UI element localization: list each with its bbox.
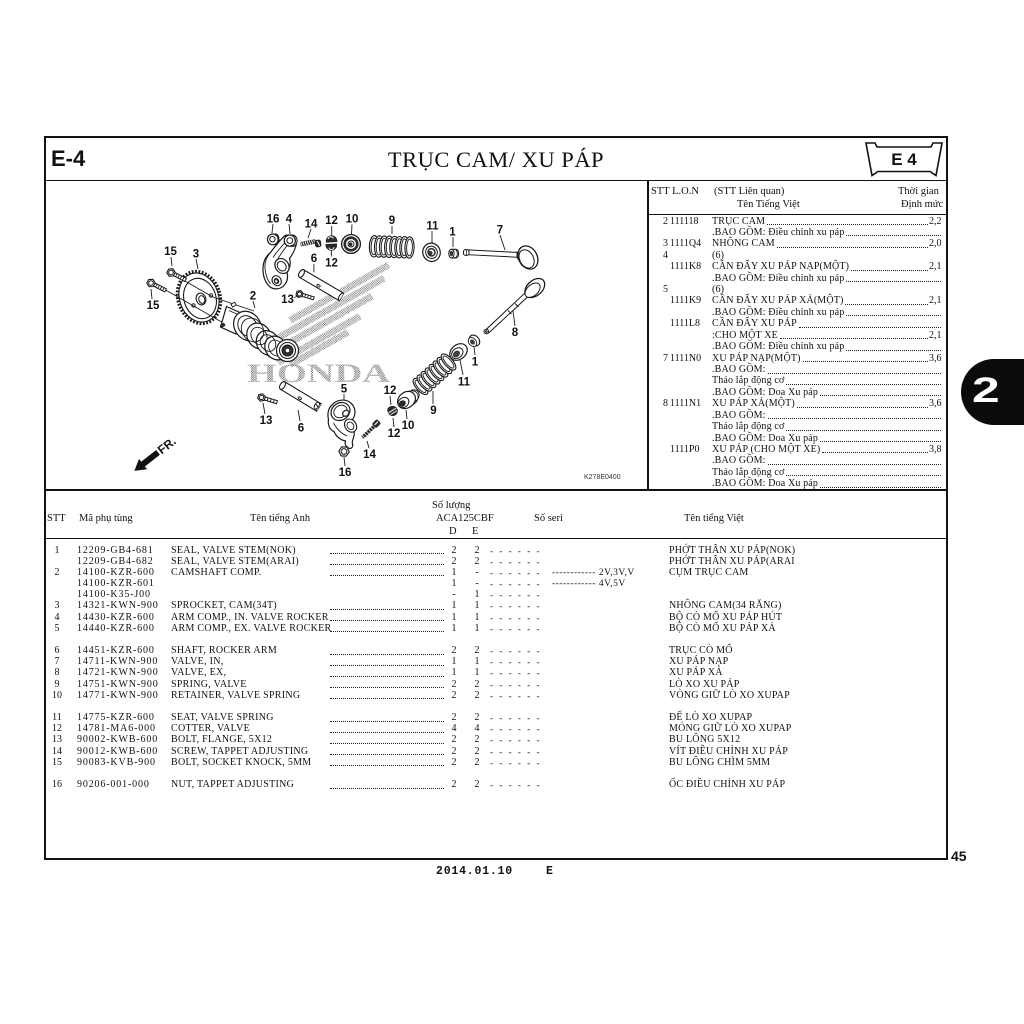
svg-text:13: 13 bbox=[260, 415, 273, 427]
svg-text:3: 3 bbox=[193, 249, 199, 261]
svg-text:15: 15 bbox=[147, 300, 160, 312]
svg-text:14: 14 bbox=[363, 449, 376, 461]
svg-text:16: 16 bbox=[267, 214, 280, 226]
svg-text:12: 12 bbox=[325, 215, 338, 227]
svg-text:15: 15 bbox=[164, 246, 177, 258]
svg-text:9: 9 bbox=[430, 405, 436, 417]
svg-text:8: 8 bbox=[512, 327, 519, 339]
svg-text:1: 1 bbox=[472, 357, 479, 369]
svg-text:16: 16 bbox=[339, 467, 352, 479]
svg-text:14: 14 bbox=[305, 219, 318, 231]
svg-text:9: 9 bbox=[389, 215, 395, 227]
svg-text:13: 13 bbox=[281, 294, 294, 306]
svg-text:7: 7 bbox=[497, 225, 503, 237]
svg-text:1: 1 bbox=[449, 227, 456, 239]
svg-text:10: 10 bbox=[346, 214, 359, 226]
svg-text:10: 10 bbox=[402, 420, 415, 432]
svg-text:12: 12 bbox=[384, 385, 397, 397]
svg-text:2: 2 bbox=[250, 291, 256, 303]
svg-text:5: 5 bbox=[341, 384, 348, 396]
svg-text:E 4: E 4 bbox=[891, 150, 917, 169]
svg-text:12: 12 bbox=[325, 258, 338, 270]
svg-text:11: 11 bbox=[426, 221, 439, 233]
svg-text:11: 11 bbox=[458, 377, 471, 389]
svg-text:K278E0400: K278E0400 bbox=[584, 474, 621, 481]
svg-text:HONDA: HONDA bbox=[247, 359, 390, 388]
svg-text:4: 4 bbox=[286, 214, 293, 226]
svg-text:12: 12 bbox=[388, 428, 401, 440]
svg-text:6: 6 bbox=[311, 253, 317, 265]
svg-text:6: 6 bbox=[298, 423, 304, 435]
